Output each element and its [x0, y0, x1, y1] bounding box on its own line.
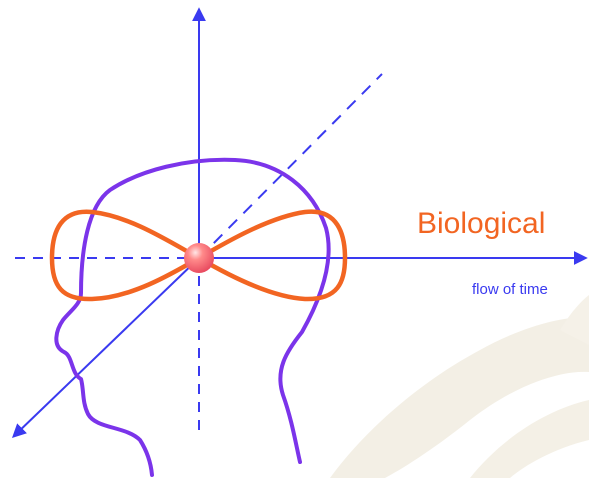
- watermark: [330, 295, 589, 478]
- biological-label: Biological: [417, 206, 545, 242]
- diagonal-axis: [14, 258, 199, 436]
- flow-of-time-label: flow of time: [472, 281, 548, 299]
- dashed-diagonal-axis: [199, 74, 382, 258]
- center-sphere: [184, 243, 214, 273]
- head-outline: [56, 160, 328, 475]
